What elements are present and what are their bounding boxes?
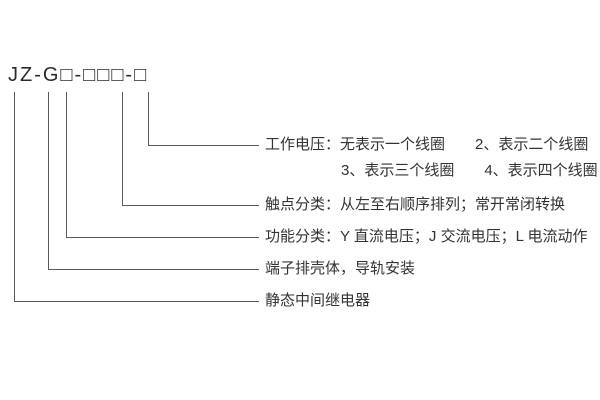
working-voltage-line2: 3、表示三个线圈 4、表示四个线圈 — [341, 162, 598, 179]
label-function-type: 功能分类：Y 直流电压；J 交流电压；L 电流动作 — [265, 228, 588, 245]
label-relay-name: 静态中间继电器 — [265, 292, 371, 309]
label-working-voltage: 工作电压：无表示一个线圈 2、表示二个线圈 3、表示三个线圈 4、表示四个线圈 — [265, 132, 598, 184]
label-contact-type: 触点分类：从左至右顺序排列；常开常闭转换 — [265, 196, 566, 213]
pointer-line-contact-type — [122, 92, 259, 206]
pointer-line-housing — [48, 92, 259, 270]
label-housing: 端子排壳体，导轨安装 — [265, 260, 416, 277]
model-code-text: JZ-G□-□□□-□ — [8, 64, 149, 86]
working-voltage-line1: 工作电压：无表示一个线圈 2、表示二个线圈 — [265, 136, 589, 153]
pointer-line-function-type — [66, 92, 259, 238]
pointer-line-working-voltage — [148, 92, 259, 146]
pointer-line-relay-name — [14, 92, 259, 302]
